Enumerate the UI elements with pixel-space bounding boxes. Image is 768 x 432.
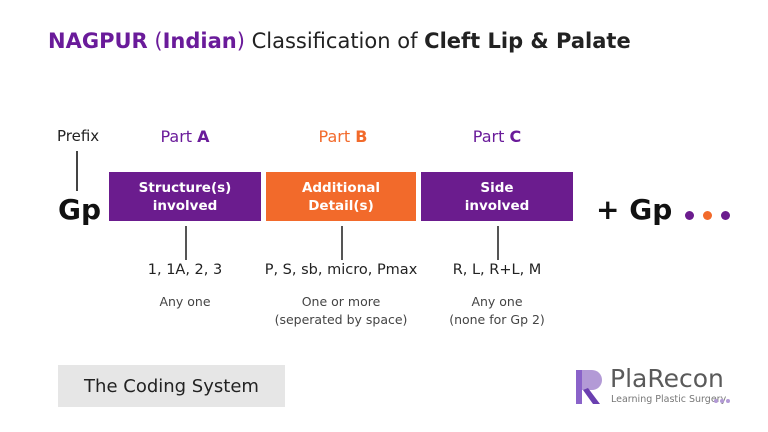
part-c-letter: C bbox=[509, 127, 522, 146]
part-b-word: Part bbox=[318, 127, 351, 146]
continuation-dot-2 bbox=[703, 211, 712, 220]
tagline-dot-1 bbox=[714, 399, 718, 403]
part-c-label: Part C bbox=[417, 127, 577, 146]
coding-system-label: The Coding System bbox=[58, 365, 285, 407]
part-b-codes: P, S, sb, micro, Pmax bbox=[264, 262, 418, 278]
plarecon-brand: PlaRecon bbox=[610, 364, 724, 393]
title-nagpur: NAGPUR bbox=[48, 29, 148, 53]
plarecon-tagline: Learning Plastic Surgery bbox=[611, 394, 727, 405]
part-b-box: Additional Detail(s) bbox=[266, 172, 416, 221]
part-b-letter: B bbox=[355, 127, 368, 146]
continuation-dot-3 bbox=[721, 211, 730, 220]
prefix-connector bbox=[76, 151, 78, 191]
part-a-note: Any one bbox=[159, 294, 211, 309]
part-c-connector bbox=[497, 226, 499, 260]
part-b-note: One or more (seperated by space) bbox=[274, 294, 408, 327]
part-a-word: Part bbox=[160, 127, 193, 146]
tagline-dot-2 bbox=[720, 399, 724, 403]
prefix-code: Gp bbox=[58, 193, 102, 226]
page-title: NAGPUR (Indian) Classification of Cleft … bbox=[48, 27, 631, 55]
tagline-dot-3 bbox=[726, 399, 730, 403]
part-a-codes: 1, 1A, 2, 3 bbox=[147, 262, 223, 278]
part-c-codes: R, L, R+L, M bbox=[452, 262, 542, 278]
part-c-note: Any one (none for Gp 2) bbox=[449, 294, 545, 327]
title-close-paren: ) bbox=[236, 29, 245, 53]
part-a-letter: A bbox=[197, 127, 210, 146]
part-c-box: Side involved bbox=[421, 172, 573, 221]
part-a-label: Part A bbox=[105, 127, 265, 146]
part-b-connector bbox=[341, 226, 343, 260]
title-end: Cleft Lip & Palate bbox=[424, 29, 631, 53]
prefix-label: Prefix bbox=[57, 127, 100, 145]
part-a-box: Structure(s) involved bbox=[109, 172, 261, 221]
title-open-paren: ( bbox=[154, 29, 163, 53]
part-b-label: Part B bbox=[263, 127, 423, 146]
suffix-plus-gp: + Gp bbox=[596, 193, 673, 226]
plarecon-logo-icon bbox=[576, 370, 602, 404]
part-c-word: Part bbox=[472, 127, 505, 146]
title-middle: Classification of bbox=[251, 29, 418, 53]
part-a-connector bbox=[185, 226, 187, 260]
title-indian: Indian bbox=[162, 29, 237, 53]
continuation-dot-1 bbox=[685, 211, 694, 220]
